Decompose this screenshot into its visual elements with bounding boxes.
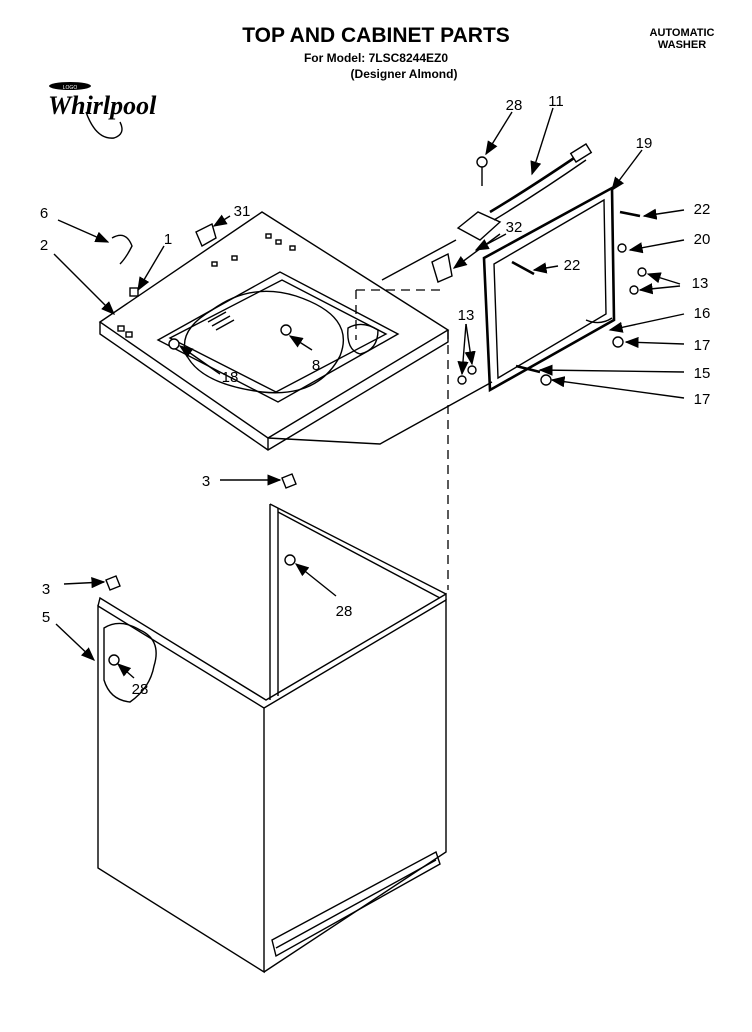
clip-icon	[111, 234, 133, 265]
callout-28: 28	[506, 97, 523, 114]
clip-icon	[105, 575, 121, 591]
callout-17: 17	[694, 337, 711, 354]
callout-13: 13	[692, 275, 709, 292]
clip-icon	[195, 222, 217, 247]
callout-3: 3	[42, 581, 50, 598]
leader-lines	[53, 107, 685, 679]
screw-icon	[108, 654, 120, 666]
brand-wordmark: Whirlpool	[48, 91, 157, 120]
logo-swirl-icon	[85, 111, 123, 139]
small-parts	[105, 156, 647, 666]
callout-22: 22	[694, 201, 711, 218]
callout-19: 19	[636, 135, 653, 152]
callout-15: 15	[694, 365, 711, 382]
callout-17: 17	[694, 391, 711, 408]
callout-1: 1	[164, 231, 172, 248]
callout-6: 6	[40, 205, 48, 222]
clip-icon	[617, 243, 627, 253]
screw-icon	[476, 156, 488, 168]
console-frame	[482, 185, 616, 393]
screw-icon	[629, 285, 639, 295]
callout-13: 13	[458, 307, 475, 324]
finish-name: (Designer Almond)	[351, 67, 458, 81]
callout-2: 2	[40, 237, 48, 254]
callout-20: 20	[694, 231, 711, 248]
clip-icon	[281, 473, 297, 489]
screw-icon	[129, 287, 139, 297]
wire-harness	[456, 143, 593, 241]
product-type-line1: AUTOMATIC	[650, 27, 715, 39]
screw-icon	[457, 375, 467, 385]
callout-28: 28	[336, 603, 353, 620]
screw-icon	[637, 267, 647, 277]
whirlpool-logo: LOGO Whirlpool	[48, 82, 157, 139]
callout-11: 11	[548, 93, 564, 110]
callout-22: 22	[564, 257, 581, 274]
bracket-icon	[515, 364, 541, 374]
page-title: TOP AND CABINET PARTS	[242, 24, 510, 47]
pin-icon	[619, 210, 641, 218]
callout-32: 32	[506, 219, 523, 236]
model-number: For Model: 7LSC8244EZ0	[304, 51, 448, 65]
logo-badge-text: LOGO	[63, 85, 78, 91]
callout-3: 3	[202, 473, 210, 490]
callout-28: 28	[132, 681, 149, 698]
pin-icon	[511, 260, 535, 276]
product-type-line2: WASHER	[658, 39, 706, 51]
nut-icon	[612, 336, 624, 348]
callout-31: 31	[234, 203, 251, 220]
logo-badge-icon	[49, 82, 91, 90]
bracket-icon	[431, 252, 453, 283]
callout-labels: 28 11 19 6 31 1 2 32 22 22 20 13 13 16 1…	[40, 93, 711, 698]
screw-icon	[467, 365, 477, 375]
bolt-icon	[280, 324, 292, 336]
washer-top-assembly	[98, 211, 450, 451]
cabinet-cutaway	[103, 622, 157, 703]
callout-8: 8	[312, 357, 320, 374]
nut-icon	[540, 374, 552, 386]
callout-5: 5	[42, 609, 50, 626]
bumper-icon	[168, 338, 180, 350]
cabinet-assembly	[97, 503, 447, 974]
callout-16: 16	[694, 305, 711, 322]
screw-icon	[284, 554, 296, 566]
callout-18: 18	[222, 369, 239, 386]
wire-icon	[585, 317, 613, 324]
